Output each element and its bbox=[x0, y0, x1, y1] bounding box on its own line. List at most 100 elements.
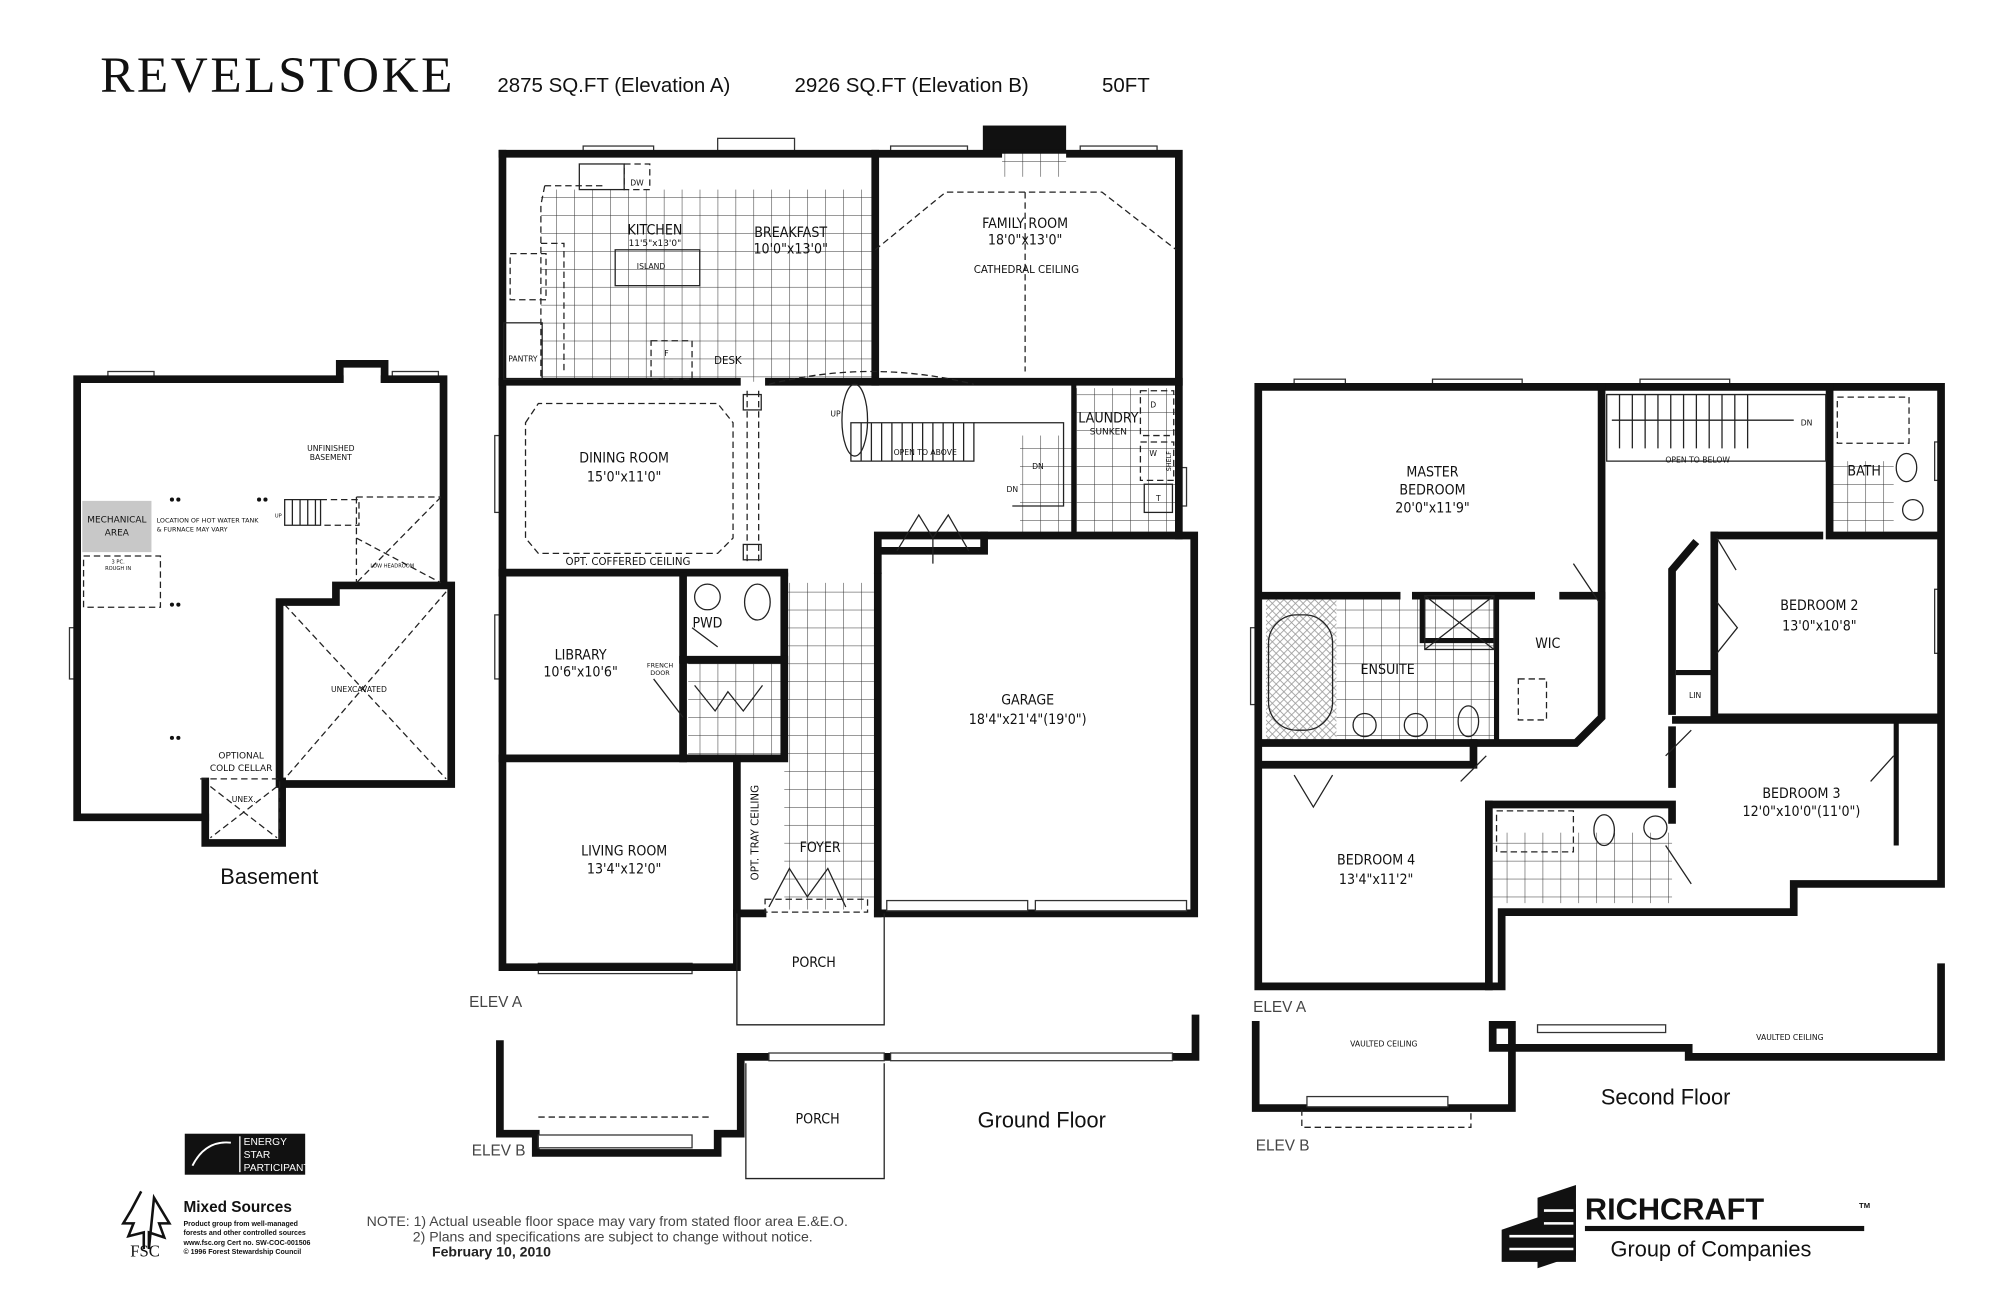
fsc-line-2: forests and other controlled sources bbox=[183, 1230, 305, 1237]
washer-label: W bbox=[1149, 449, 1157, 458]
foyer-tile-floor bbox=[784, 582, 878, 910]
room-label-bedroom-2: BEDROOM 2 bbox=[1780, 598, 1858, 614]
laundry-sunken-note: SUNKEN bbox=[1090, 427, 1127, 437]
kitchen-sink bbox=[578, 163, 625, 191]
vaulted-ceiling-note: VAULTED CEILING bbox=[1350, 1040, 1417, 1049]
pwd-toilet bbox=[743, 583, 771, 621]
elevation-a-label-2: ELEV A bbox=[1253, 999, 1307, 1016]
dryer-label: D bbox=[1150, 400, 1156, 409]
second-floor-caption: Second Floor bbox=[1601, 1084, 1730, 1109]
garage-door bbox=[1034, 899, 1188, 912]
garage-door bbox=[886, 899, 1029, 912]
coffered-ceiling-note: OPT. COFFERED CEILING bbox=[566, 556, 691, 568]
stair-up-label: UP bbox=[830, 409, 841, 418]
cathedral-ceiling-note: CATHEDRAL CEILING bbox=[974, 264, 1079, 276]
unfinished-label-2: BASEMENT bbox=[310, 453, 352, 462]
stair-up-label: UP bbox=[275, 514, 282, 520]
room-label-laundry: LAUNDRY bbox=[1078, 411, 1138, 427]
laundry-tub bbox=[1143, 483, 1174, 514]
plan-title: REVELSTOKE bbox=[100, 47, 455, 104]
room-label-library: LIBRARY bbox=[555, 648, 607, 664]
room-label-wic: WIC bbox=[1535, 636, 1560, 652]
room-label-bedroom-4: BEDROOM 4 bbox=[1337, 853, 1415, 869]
unex-label: UNEX. bbox=[232, 795, 256, 804]
unexcavated-label: UNEXCAVATED bbox=[331, 685, 387, 694]
unfinished-label: UNFINISHED bbox=[307, 444, 355, 453]
room-size-family-room: 18'0"x13'0" bbox=[988, 233, 1062, 249]
room-label-kitchen: KITCHEN bbox=[628, 222, 683, 238]
sink bbox=[1901, 498, 1924, 521]
area-elevation-b: 2926 SQ.FT (Elevation B) bbox=[795, 74, 1029, 97]
brand-subtitle: Group of Companies bbox=[1611, 1237, 1812, 1262]
elevation-b-label: ELEV B bbox=[472, 1142, 526, 1159]
lot-width: 50FT bbox=[1102, 74, 1150, 97]
kitchen-tile-floor bbox=[540, 189, 874, 382]
mechanical-label-2: AREA bbox=[105, 528, 130, 538]
mechanical-label: MECHANICAL bbox=[87, 516, 146, 526]
kitchen-island bbox=[614, 249, 701, 287]
fsc-line: Product group from well-managed bbox=[183, 1221, 297, 1228]
fireplace-chimney bbox=[982, 125, 1067, 154]
cold-cellar-label-2: COLD CELLAR bbox=[210, 764, 272, 774]
low-headroom-label: LOW HEADROOM bbox=[370, 563, 414, 569]
room-label-foyer: FOYER bbox=[800, 840, 841, 856]
room-label-linen: LIN bbox=[1689, 691, 1701, 700]
bathtub bbox=[1836, 396, 1910, 444]
energy-star-text: ENERGY bbox=[244, 1137, 287, 1148]
french-door-label: FRENCH bbox=[647, 661, 673, 669]
elevation-a-label: ELEV A bbox=[469, 994, 523, 1011]
french-door-label-2: DOOR bbox=[650, 669, 670, 677]
energy-star-logo: ENERGY STAR PARTICIPANT bbox=[184, 1133, 311, 1175]
soaker-tub bbox=[1267, 614, 1334, 731]
room-size-breakfast: 10'0"x13'0" bbox=[753, 242, 827, 258]
shelf-label: SHELF bbox=[1165, 451, 1173, 471]
brand-name: RICHCRAFT bbox=[1585, 1192, 1764, 1227]
area-elevation-a: 2875 SQ.FT (Elevation A) bbox=[497, 74, 730, 97]
desk-label: DESK bbox=[714, 355, 742, 367]
room-label-living-room: LIVING ROOM bbox=[581, 844, 667, 860]
room-label-dining-room: DINING ROOM bbox=[579, 450, 669, 466]
toilet bbox=[1895, 452, 1918, 483]
fsc-logo: FSC Mixed Sources Product group from wel… bbox=[121, 1190, 311, 1261]
room-size-kitchen: 11'5"x13'0" bbox=[629, 239, 682, 249]
room-label-garage: GARAGE bbox=[1001, 693, 1054, 709]
pwd-sink bbox=[693, 583, 721, 611]
shower bbox=[1424, 595, 1495, 651]
mechanical-area bbox=[82, 500, 152, 553]
laundry-tub-label: T bbox=[1155, 494, 1161, 503]
ground-floor-plan: KITCHEN 11'5"x13'0" BREAKFAST 10'0"x13'0… bbox=[469, 125, 1200, 1180]
room-label-porch: PORCH bbox=[792, 955, 836, 971]
pantry-label: PANTRY bbox=[508, 354, 538, 363]
room-label-master-bedroom-2: BEDROOM bbox=[1399, 482, 1465, 498]
hot-water-note-2: & FURNACE MAY VARY bbox=[157, 526, 228, 534]
open-to-above-label: OPEN TO ABOVE bbox=[894, 448, 957, 457]
dishwasher bbox=[623, 163, 651, 191]
room-label-bedroom-3: BEDROOM 3 bbox=[1762, 786, 1840, 802]
room-size-bedroom-3: 12'0"x10'0"(11'0") bbox=[1743, 804, 1861, 820]
energy-star-text-2: STAR bbox=[244, 1150, 271, 1161]
note-1: NOTE: 1) Actual useable floor space may … bbox=[367, 1213, 848, 1229]
room-size-master-bedroom: 20'0"x11'9" bbox=[1395, 500, 1469, 516]
energy-star-text-3: PARTICIPANT bbox=[244, 1163, 311, 1174]
rough-in-label-2: ROUGH IN bbox=[105, 566, 131, 572]
brand-tm: TM bbox=[1859, 1201, 1870, 1210]
open-to-below-label: OPEN TO BELOW bbox=[1665, 455, 1730, 464]
rough-in-label: 3 PC. bbox=[112, 560, 126, 566]
room-size-dining-room: 15'0"x11'0" bbox=[587, 470, 661, 486]
richcraft-logo: RICHCRAFT TM Group of Companies bbox=[1501, 1184, 1870, 1269]
vaulted-ceiling-note-2: VAULTED CEILING bbox=[1756, 1033, 1823, 1042]
note-2: 2) Plans and specifications are subject … bbox=[413, 1228, 813, 1244]
fsc-title: Mixed Sources bbox=[183, 1199, 291, 1216]
washer bbox=[1139, 441, 1175, 482]
room-label-porch-elev-b: PORCH bbox=[796, 1111, 840, 1127]
disclaimer: NOTE: 1) Actual useable floor space may … bbox=[367, 1213, 848, 1260]
hot-water-note: LOCATION OF HOT WATER TANK bbox=[157, 517, 260, 525]
room-size-library: 10'6"x10'6" bbox=[543, 664, 617, 680]
fsc-line-4: © 1996 Forest Stewardship Council bbox=[183, 1248, 301, 1256]
room-label-family-room: FAMILY ROOM bbox=[982, 216, 1068, 232]
island-label: ISLAND bbox=[637, 262, 666, 271]
stair-down-label: DN bbox=[1801, 418, 1813, 427]
dishwasher-label: DW bbox=[630, 179, 644, 188]
room-label-master-bedroom: MASTER bbox=[1406, 465, 1458, 481]
